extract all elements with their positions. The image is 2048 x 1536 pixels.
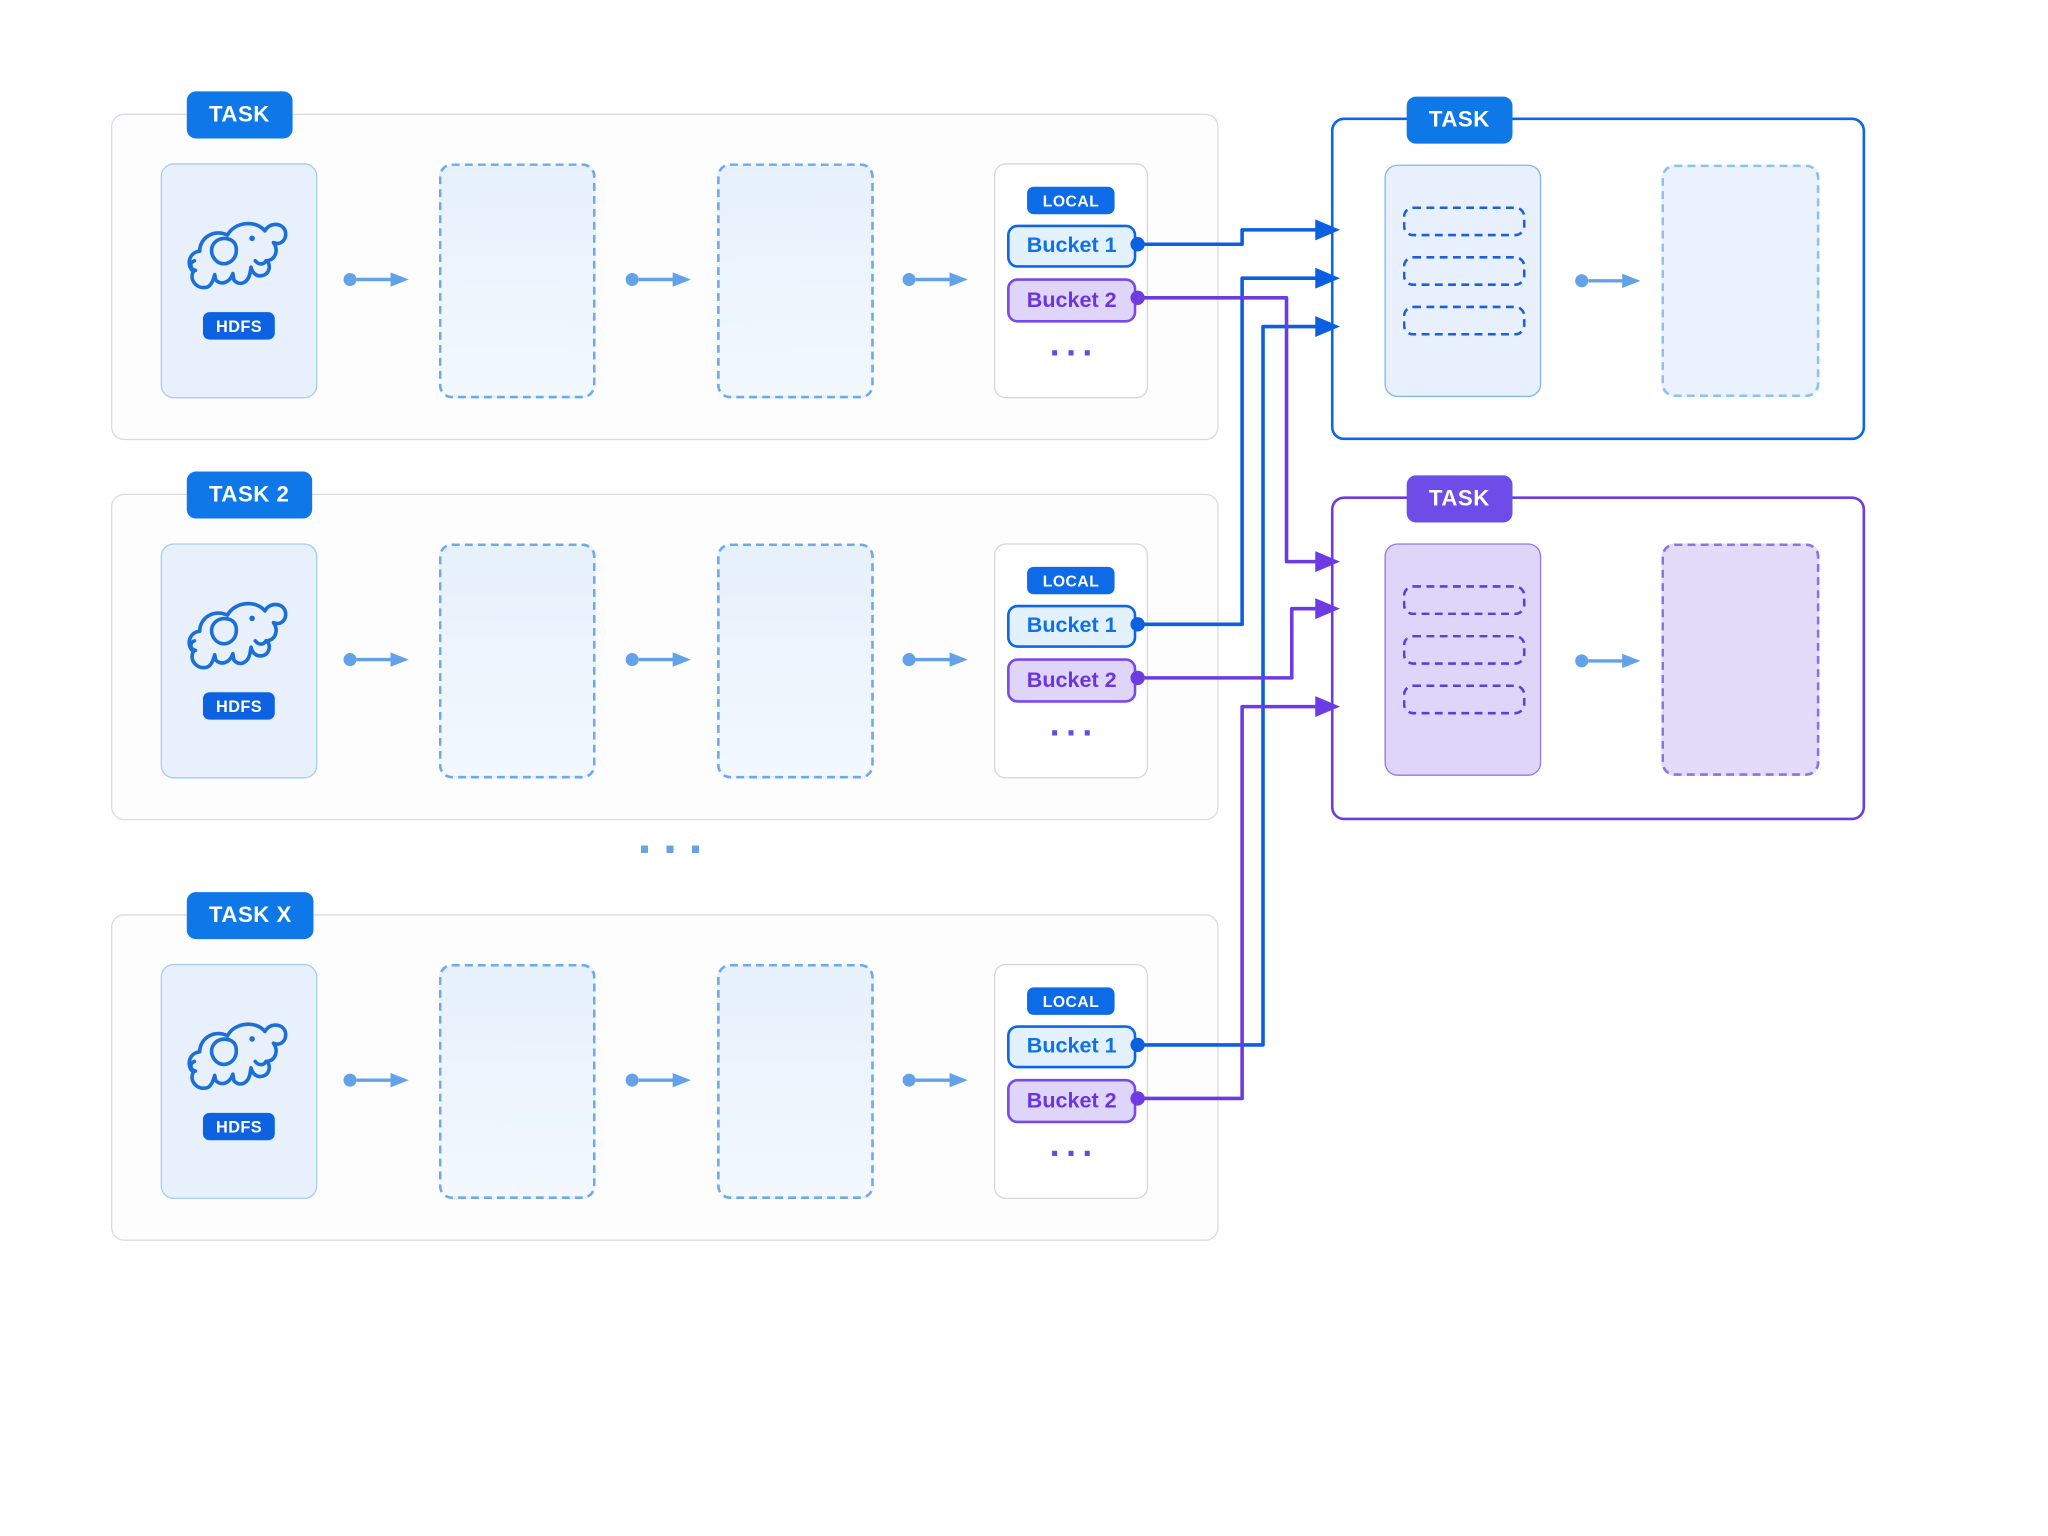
output-placeholder-box	[1661, 543, 1820, 776]
local-badge: LOCAL	[1027, 186, 1115, 215]
task-badge: TASK	[1406, 96, 1512, 144]
tasks-separator-ellipsis: ...	[637, 809, 715, 865]
flow-arrow-icon	[343, 652, 409, 667]
task-badge: TASK	[1406, 475, 1512, 523]
bucket-slot-placeholder	[1402, 585, 1526, 616]
task-badge: TASK 2	[186, 471, 312, 519]
stage-placeholder-box	[717, 543, 874, 779]
bucket-1: Bucket 1	[1007, 604, 1137, 648]
hdfs-box: HDFS	[160, 543, 318, 779]
stage-placeholder-box	[717, 963, 874, 1200]
task-box-x: TASK X HDFS LOCAL Bucket 1 Bucket 2 ...	[111, 892, 1219, 1241]
hdfs-badge: HDFS	[202, 312, 276, 340]
local-storage-box: LOCAL Bucket 1 Bucket 2 ...	[993, 963, 1149, 1200]
hadoop-elephant-icon	[187, 1022, 288, 1090]
flow-arrow-icon	[902, 272, 968, 287]
stage-placeholder-box	[438, 163, 596, 399]
flow-arrow-icon	[1575, 273, 1641, 288]
flow-arrow-icon	[902, 652, 968, 667]
bucket-1: Bucket 1	[1007, 1025, 1137, 1069]
stage-placeholder-box	[717, 163, 874, 399]
flow-arrow-icon	[625, 652, 691, 667]
bucket-slot-placeholder	[1402, 206, 1526, 237]
stage-placeholder-box	[438, 543, 596, 779]
more-buckets-ellipsis: ...	[1049, 323, 1099, 364]
hdfs-box: HDFS	[160, 963, 318, 1200]
hadoop-elephant-icon	[187, 601, 288, 670]
flow-arrow-icon	[902, 1072, 968, 1088]
reduce-task-box-blue: TASK	[1330, 96, 1866, 441]
hadoop-elephant-icon	[187, 221, 288, 290]
local-badge: LOCAL	[1027, 566, 1115, 595]
task-badge: TASK X	[186, 892, 315, 940]
bucket-slot-placeholder	[1402, 684, 1526, 715]
output-placeholder-box	[1661, 164, 1820, 398]
more-buckets-ellipsis: ...	[1049, 704, 1099, 744]
merged-buckets-box	[1384, 543, 1542, 776]
reduce-task-box-purple: TASK	[1330, 475, 1866, 821]
stage-placeholder-box	[438, 963, 596, 1200]
hdfs-box: HDFS	[160, 163, 318, 399]
task-badge: TASK	[186, 91, 293, 139]
more-buckets-ellipsis: ...	[1049, 1124, 1099, 1164]
flow-arrow-icon	[343, 272, 409, 287]
hdfs-badge: HDFS	[202, 692, 276, 720]
flow-arrow-icon	[1575, 653, 1641, 669]
task-box-2: TASK 2 HDFS LOCAL Bucket 1 Bucket 2 ...	[111, 471, 1219, 821]
flow-arrow-icon	[343, 1072, 409, 1088]
flow-arrow-icon	[625, 1072, 691, 1088]
local-badge: LOCAL	[1027, 987, 1115, 1015]
merged-buckets-box	[1384, 164, 1542, 398]
bucket-slot-placeholder	[1402, 256, 1526, 287]
bucket-2: Bucket 2	[1007, 1078, 1137, 1124]
bucket-2: Bucket 2	[1007, 278, 1137, 323]
bucket-1: Bucket 1	[1007, 224, 1137, 268]
bucket-slot-placeholder	[1402, 634, 1526, 665]
bucket-2: Bucket 2	[1007, 658, 1137, 703]
flow-arrow-icon	[625, 272, 691, 287]
local-storage-box: LOCAL Bucket 1 Bucket 2 ...	[993, 163, 1149, 399]
bucket-slot-placeholder	[1402, 305, 1526, 336]
local-storage-box: LOCAL Bucket 1 Bucket 2 ...	[993, 543, 1149, 779]
task-box-1: TASK HDFS LOCAL Bucket 1 Bucket 2 ...	[111, 91, 1219, 441]
hdfs-badge: HDFS	[202, 1112, 276, 1141]
